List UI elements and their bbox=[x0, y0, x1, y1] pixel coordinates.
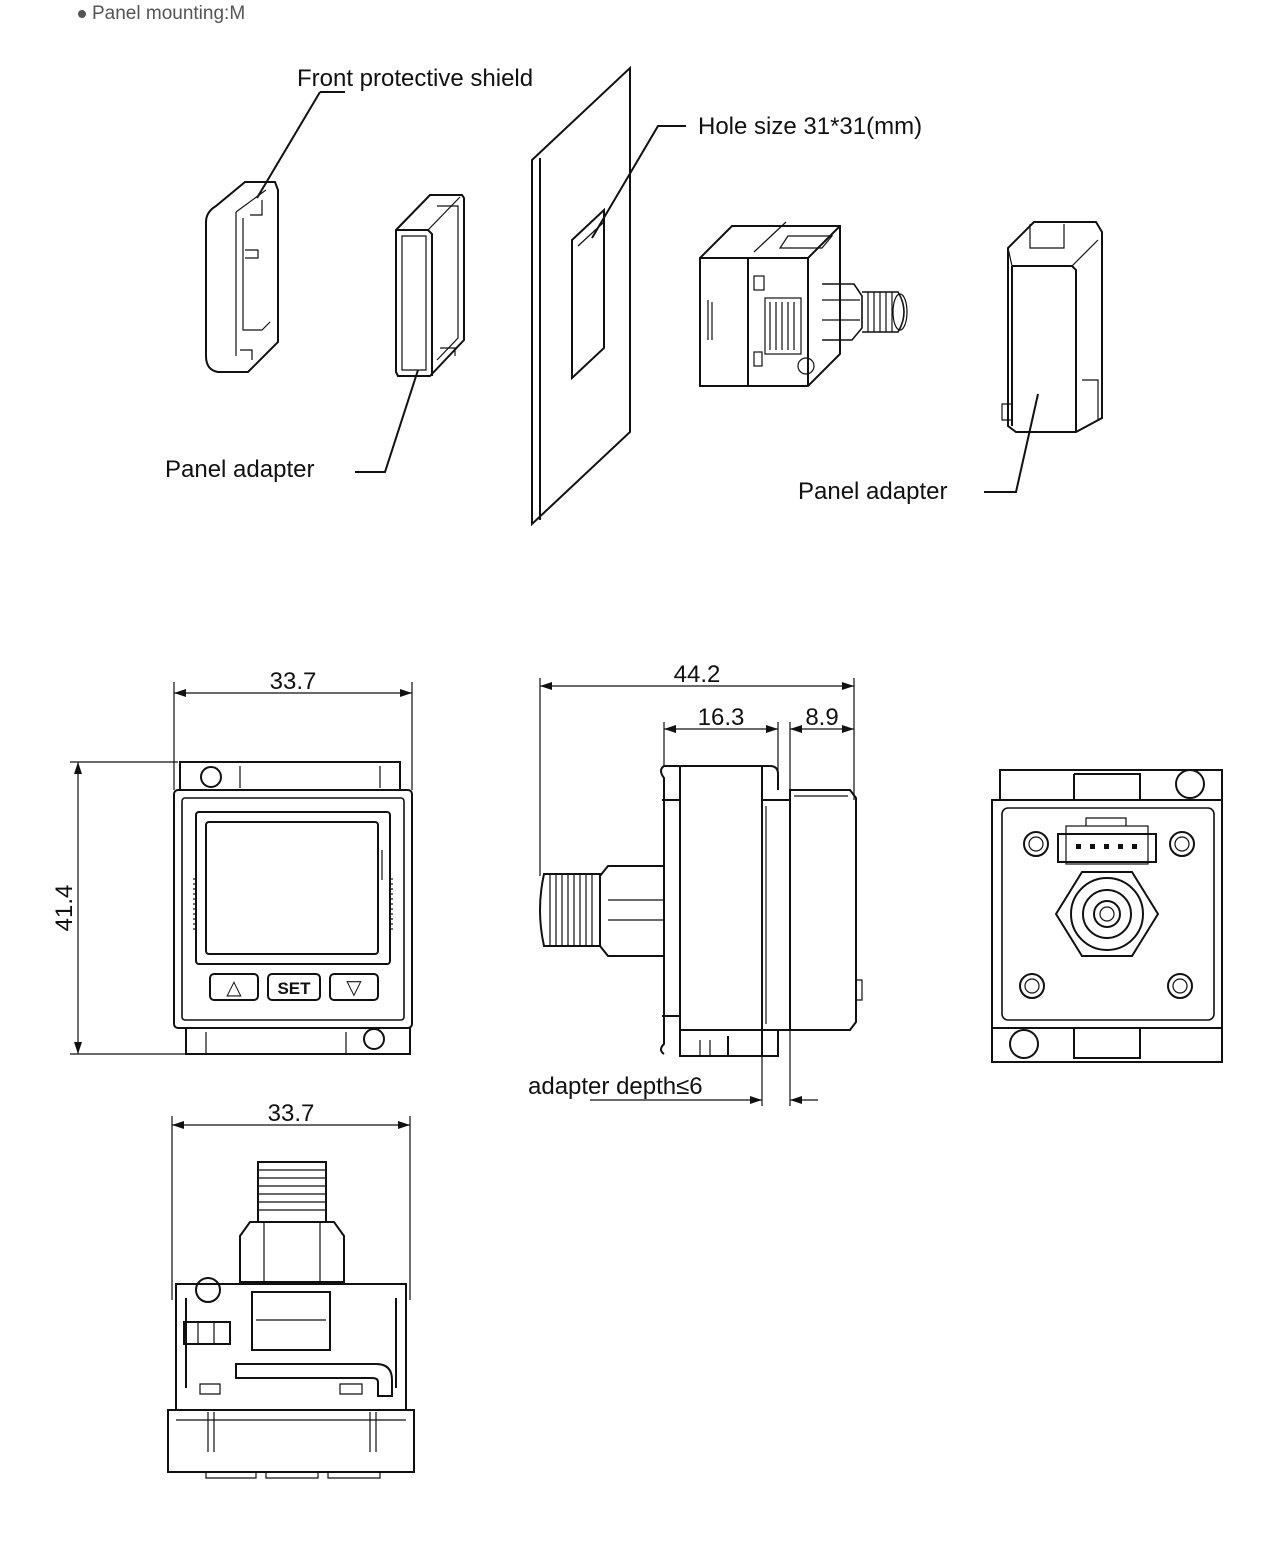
dim-side-body: 16.3 bbox=[698, 704, 745, 731]
dim-adapter-depth: adapter depth≤6 bbox=[528, 1073, 703, 1100]
front-view: 33.7 41.4 △ SET ▽ bbox=[51, 668, 413, 1055]
dim-arrows-side-body bbox=[664, 725, 778, 733]
section-heading-text: Panel mounting:M bbox=[92, 3, 246, 24]
top-view: 33.7 bbox=[167, 1100, 415, 1479]
up-button[interactable]: △ bbox=[209, 973, 259, 1001]
dim-top-width: 33.7 bbox=[268, 1100, 315, 1127]
leader-panel-adapter-right bbox=[984, 393, 1039, 493]
down-button[interactable]: ▽ bbox=[329, 973, 379, 1001]
mounting-panel-plate bbox=[531, 65, 631, 527]
label-panel-adapter-left: Panel adapter bbox=[165, 456, 314, 483]
down-button-label: ▽ bbox=[346, 977, 362, 999]
dim-front-width: 33.7 bbox=[270, 668, 317, 695]
set-button-label: SET bbox=[277, 979, 311, 998]
set-button[interactable]: SET bbox=[267, 973, 321, 1001]
leader-front-shield bbox=[256, 91, 321, 199]
dim-side-total: 44.2 bbox=[674, 661, 721, 688]
dim-side-back: 8.9 bbox=[805, 704, 838, 731]
panel-adapter-left bbox=[395, 194, 465, 377]
panel-adapter-right bbox=[1001, 221, 1103, 433]
front-protective-shield bbox=[205, 181, 279, 373]
up-button-label: △ bbox=[226, 977, 242, 999]
section-heading: Panel mounting:M bbox=[78, 3, 245, 25]
leader-panel-adapter-left bbox=[355, 369, 419, 473]
exploded-assembly: Front protective shield Panel adapter Ho… bbox=[165, 65, 1103, 527]
side-view: 44.2 16.3 8.9 adapter depth≤6 bbox=[528, 661, 863, 1106]
bullet-icon bbox=[78, 9, 86, 18]
dim-front-height: 41.4 bbox=[51, 885, 78, 932]
label-hole-size: Hole size 31*31(mm) bbox=[698, 113, 922, 140]
leader-hole-size bbox=[591, 125, 686, 239]
label-front-shield: Front protective shield bbox=[297, 65, 533, 92]
back-view bbox=[991, 769, 1223, 1063]
pressure-sensor-body bbox=[699, 221, 908, 387]
label-panel-adapter-right: Panel adapter bbox=[798, 478, 947, 505]
